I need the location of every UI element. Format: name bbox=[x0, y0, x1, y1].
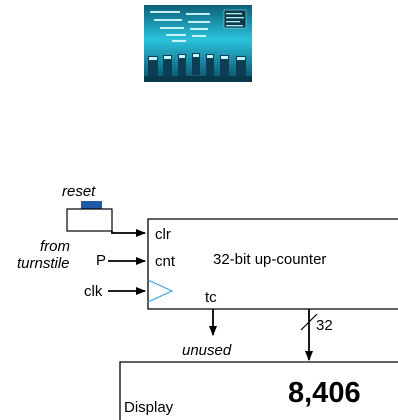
turnstile-label: turnstile bbox=[17, 255, 70, 272]
clr-wire bbox=[111, 229, 146, 237]
port-tc: tc bbox=[205, 289, 217, 306]
counter-box bbox=[147, 218, 398, 310]
reset-button-housing bbox=[66, 208, 113, 232]
input-p-label: P bbox=[96, 252, 106, 269]
display-value: 8,406 bbox=[288, 377, 361, 409]
unused-label: unused bbox=[182, 342, 232, 359]
display-box bbox=[119, 361, 398, 420]
clock-triangle-icon bbox=[147, 279, 174, 303]
counter-title: 32-bit up-counter bbox=[213, 251, 326, 268]
port-cnt: cnt bbox=[155, 253, 176, 270]
bus-width-label: 32 bbox=[316, 317, 333, 334]
turnstile-photo bbox=[144, 5, 252, 82]
bus-slash bbox=[300, 313, 318, 331]
reset-button[interactable] bbox=[81, 201, 102, 209]
input-clk-label: clk bbox=[84, 283, 103, 300]
display-label: Display bbox=[124, 399, 174, 416]
from-label: from bbox=[40, 238, 70, 255]
reset-label: reset bbox=[62, 183, 96, 200]
port-clr: clr bbox=[155, 226, 171, 243]
